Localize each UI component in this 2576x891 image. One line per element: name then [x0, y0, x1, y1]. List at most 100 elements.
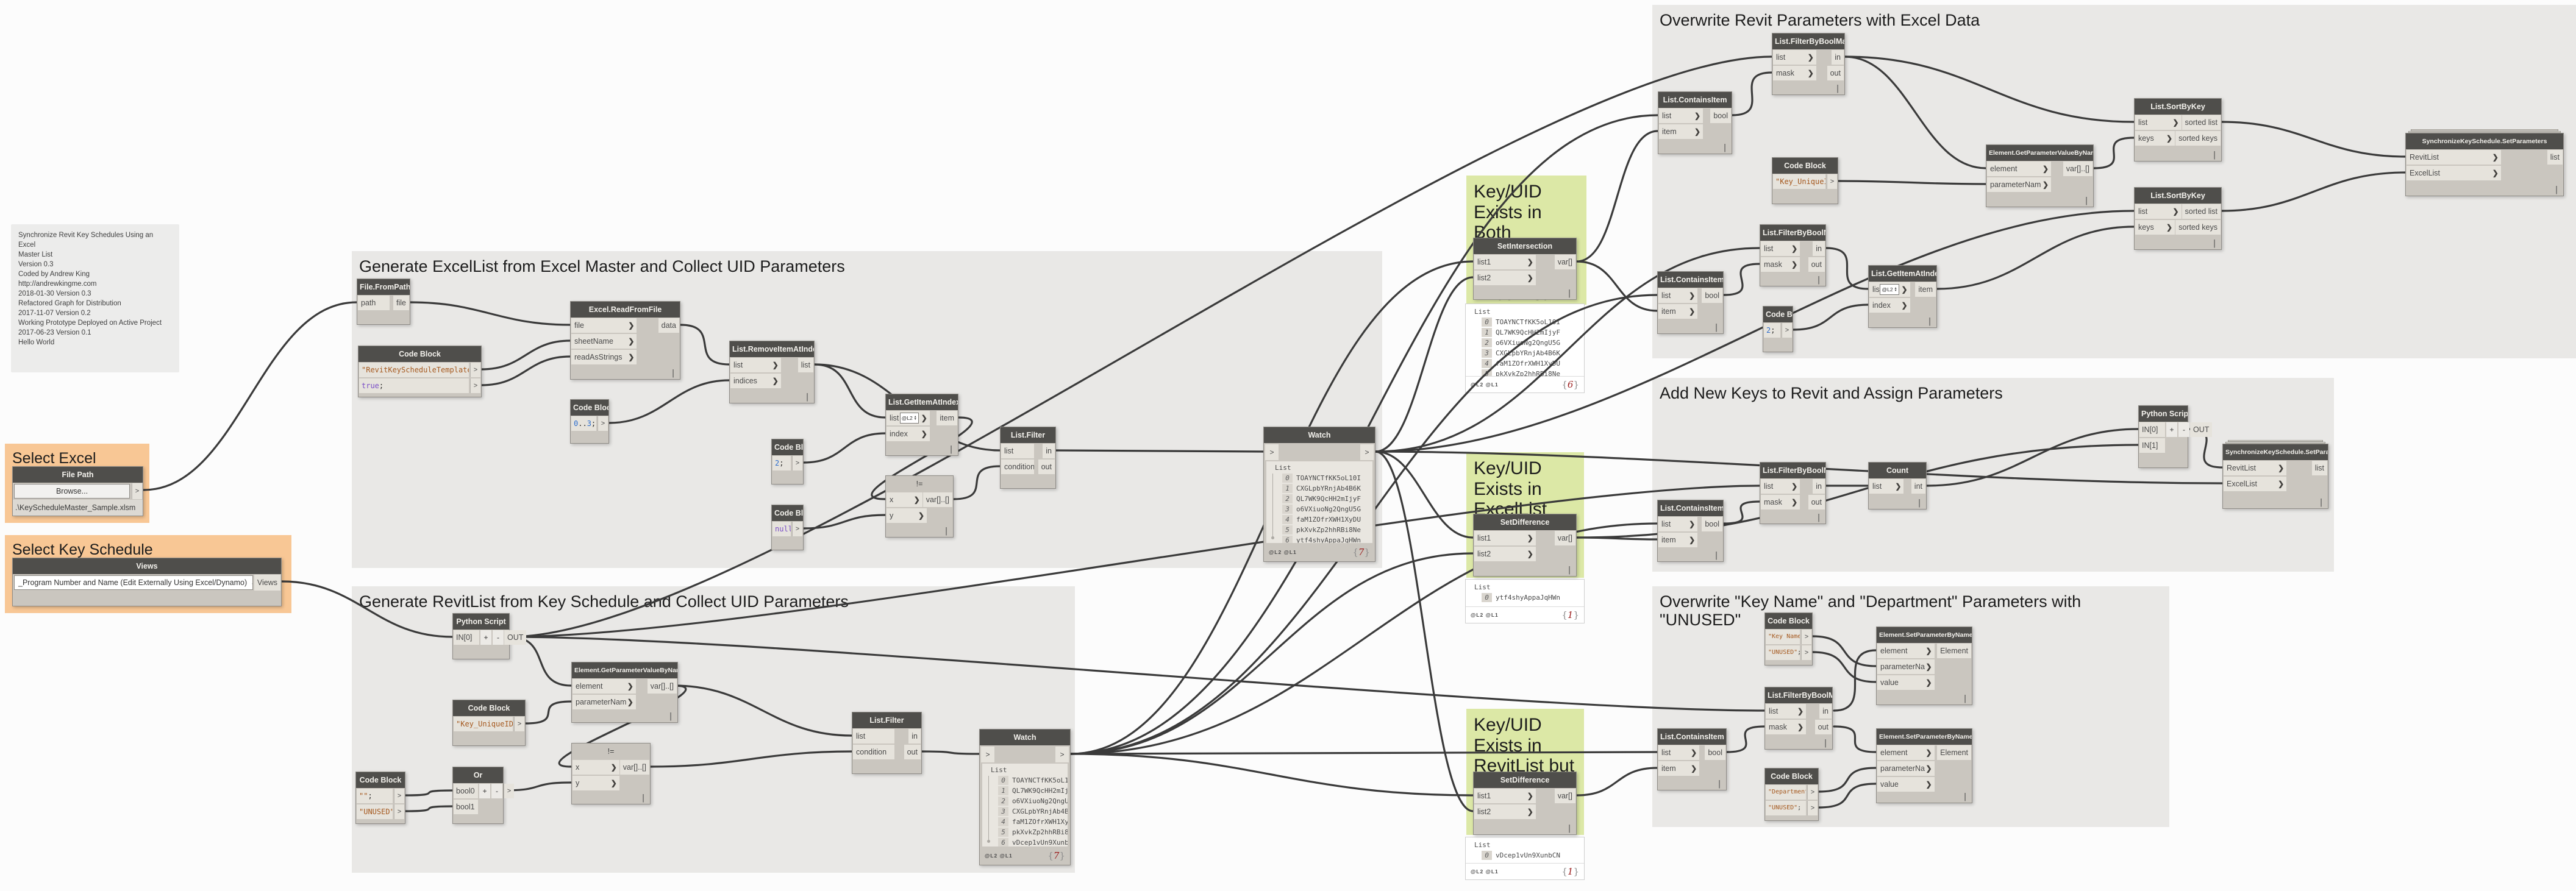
input-port-list[interactable]: list❯ [1659, 108, 1703, 123]
lacing-indicator-icon[interactable]: | [1823, 739, 1828, 748]
input-port-index[interactable]: index❯ [1869, 298, 1910, 313]
node-title[interactable]: File Path [13, 467, 143, 483]
output-port-in[interactable]: in [908, 729, 921, 744]
spinner-arrows-icon[interactable]: ▲▼ [1894, 286, 1897, 293]
input-port-condition[interactable]: condition [1001, 460, 1034, 474]
add-input-button[interactable]: + [480, 630, 491, 645]
input-port-list1[interactable]: list1❯ [1474, 531, 1536, 545]
node-title[interactable]: List.FilterByBoolMask [1765, 687, 1832, 703]
output-port-in[interactable]: in [1043, 444, 1055, 458]
node-watch-revitlist[interactable]: Watch>>List0TOAYNCTfKK5oL10I1QL7WK9QcHH2… [979, 729, 1071, 865]
lacing-indicator-icon[interactable]: | [1722, 143, 1727, 152]
node-title[interactable]: Code Block [359, 346, 481, 362]
lacing-indicator-icon[interactable]: | [2084, 196, 2089, 205]
lacing-indicator-icon[interactable]: | [944, 527, 949, 536]
input-port-IN[1][interactable]: IN[1] [2139, 438, 2165, 453]
output-port-out[interactable]: out [1827, 66, 1844, 80]
input-port-list1[interactable]: list1❯ [1474, 789, 1536, 803]
node-not-equal-1[interactable]: !=x❯var[]..[]y❯| [885, 475, 954, 538]
input-port-readAsStrings[interactable]: readAsStrings❯ [571, 350, 637, 364]
node-title[interactable]: SetIntersection [1474, 238, 1576, 254]
input-port-list2[interactable]: list2❯ [1474, 271, 1536, 285]
node-title[interactable]: Code Block [571, 400, 608, 416]
node-synchronize-setparams-2[interactable]: SynchronizeKeySchedule.SetParametersRevi… [2222, 440, 2328, 509]
node-codeblock-keyname[interactable]: Code Block"Key Name";>"UNUSED";> [1764, 612, 1813, 666]
node-title[interactable]: SynchronizeKeySchedule.SetParameters [2223, 444, 2328, 460]
node-title[interactable]: List.SortByKey [2135, 188, 2221, 204]
input-port-mask[interactable]: mask❯ [1766, 720, 1806, 734]
input-port-y[interactable]: y❯ [573, 776, 619, 790]
node-title[interactable]: Code Block [1763, 307, 1793, 322]
lacing-indicator-icon[interactable]: | [641, 793, 646, 803]
node-title[interactable]: File.FromPath [357, 279, 410, 295]
node-title[interactable]: List.Filter [1001, 427, 1055, 443]
output-port-icon[interactable]: > [792, 522, 802, 536]
output-port-out[interactable]: out [1808, 257, 1825, 272]
node-title[interactable]: != [886, 476, 953, 492]
node-codeblock-uid-2[interactable]: Code Block"Key_UniqueID";> [452, 700, 526, 746]
watch-input-port[interactable]: > [981, 747, 994, 762]
input-port-list[interactable]: list@L2▲▼❯ [887, 411, 930, 425]
node-title[interactable]: Code Block [1765, 769, 1818, 784]
views-dropdown[interactable]: _Program Number and Name (Edit Externall… [14, 575, 253, 590]
node-title[interactable]: Code Block [453, 700, 525, 716]
remove-input-button[interactable]: - [493, 630, 504, 645]
input-port-list[interactable]: list❯ [1658, 745, 1700, 760]
node-codeblock-range[interactable]: Code Block0..3;> [570, 399, 609, 444]
output-port-in[interactable]: in [1819, 704, 1832, 719]
input-port-element[interactable]: element❯ [1987, 162, 2051, 176]
input-port-list[interactable]: list❯ [2135, 204, 2182, 219]
output-port-var-[interactable]: var[] [1554, 255, 1575, 269]
node-title[interactable]: Or [453, 767, 503, 783]
lacing-indicator-icon[interactable]: | [668, 712, 673, 721]
output-port-Views[interactable]: Views [254, 575, 280, 591]
output-port-item[interactable]: item [1915, 282, 1936, 297]
input-port-index[interactable]: index❯ [887, 427, 930, 441]
input-port-list2[interactable]: list2❯ [1474, 804, 1536, 819]
lacing-level-widget[interactable]: @L2▲▼ [1880, 284, 1899, 295]
node-title[interactable]: != [572, 744, 650, 759]
output-port-icon[interactable]: > [1801, 645, 1811, 660]
node-codeblock-template[interactable]: Code Block"RevitKeyScheduleTemplate";>tr… [358, 346, 482, 397]
input-port-path[interactable]: path [358, 296, 390, 310]
lacing-indicator-icon[interactable]: | [1567, 289, 1572, 298]
node-title[interactable]: Watch [1264, 427, 1375, 443]
node-title[interactable]: Element.SetParameterByName [1877, 627, 1972, 643]
input-port-item[interactable]: item❯ [1659, 124, 1703, 139]
node-title[interactable]: SynchronizeKeySchedule.SetParameters [2406, 133, 2563, 149]
input-port-list[interactable]: list❯ [1761, 479, 1800, 494]
node-title[interactable]: List.GetItemAtIndex [1869, 266, 1936, 282]
output-port-icon[interactable]: > [470, 378, 480, 393]
node-codeblock-department[interactable]: Code Block"Department";>"UNUSED";> [1764, 768, 1819, 821]
watch-output-port[interactable]: > [1055, 747, 1069, 762]
output-port-bool[interactable]: bool [1710, 108, 1731, 123]
output-port-out[interactable]: out [1814, 720, 1832, 734]
code-editor-line[interactable]: "Department"; [1766, 785, 1806, 800]
output-port-Element[interactable]: Element [1937, 745, 1971, 760]
output-port-in[interactable]: in [1832, 50, 1844, 65]
output-port-OUT[interactable]: OUT [2190, 422, 2213, 437]
lacing-indicator-icon[interactable]: | [2212, 239, 2217, 248]
input-port-list[interactable]: list❯ [1658, 517, 1698, 531]
output-port-icon[interactable]: > [792, 456, 802, 470]
input-port-item[interactable]: item❯ [1658, 761, 1700, 776]
lacing-indicator-icon[interactable]: | [1567, 824, 1572, 833]
input-port-list[interactable]: list❯ [1773, 50, 1816, 65]
output-port-var-[interactable]: var[]..[] [922, 492, 952, 507]
input-port-value[interactable]: value❯ [1877, 777, 1935, 792]
output-port-out[interactable]: out [904, 745, 921, 759]
code-editor-line[interactable]: "UNUSED"; [1766, 801, 1806, 815]
node-not-equal-2[interactable]: !=x❯var[]..[]y❯| [571, 743, 651, 804]
node-title[interactable]: List.SortByKey [2135, 99, 2221, 115]
input-port-parameterName[interactable]: parameterName❯ [1877, 659, 1935, 674]
